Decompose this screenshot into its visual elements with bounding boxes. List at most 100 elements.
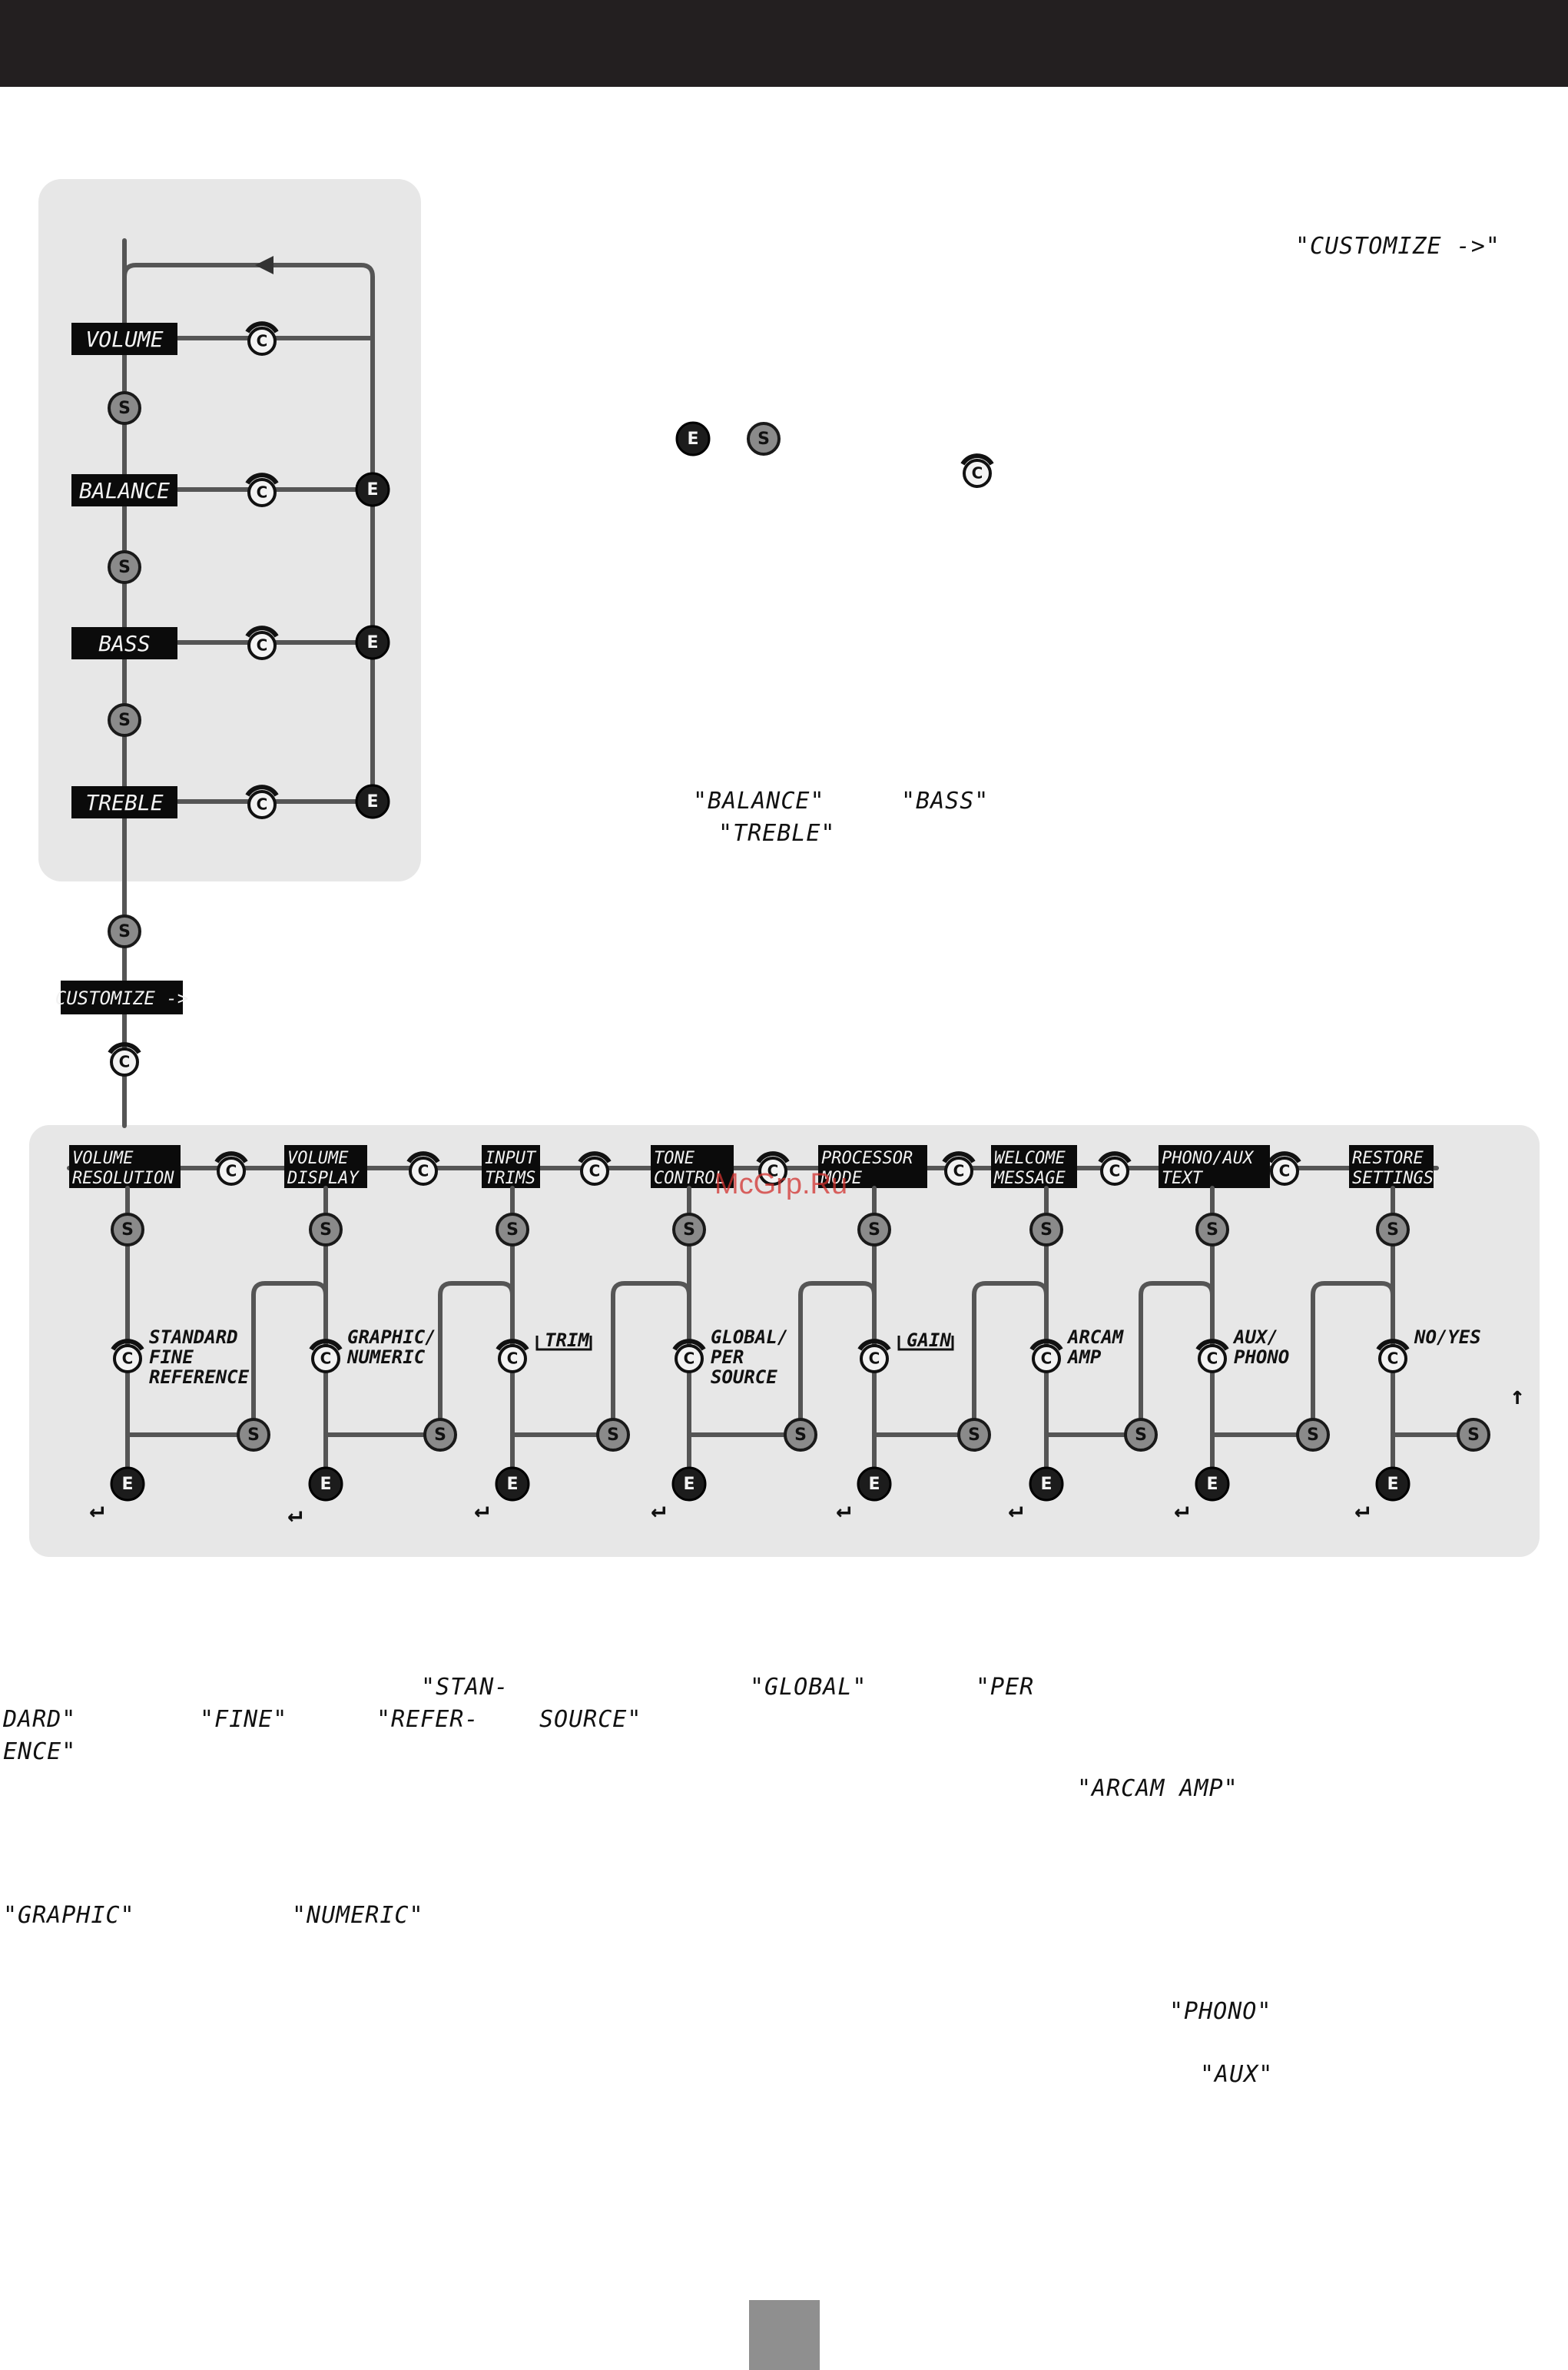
control-knob-letter: C (257, 795, 268, 814)
page-tab (749, 2300, 820, 2370)
control-knob-letter: C (1041, 1349, 1053, 1368)
control-knob-ring (860, 1344, 889, 1373)
control-knob-ring (1100, 1157, 1129, 1186)
note-phono: "PHONO" (1169, 1998, 1272, 2025)
control-knob-ring (675, 1344, 704, 1373)
select-button-letter: S (968, 1426, 980, 1445)
enter-button-ring (1029, 1466, 1064, 1502)
control-knob-ring (1032, 1344, 1061, 1373)
select-button-ring (1029, 1213, 1063, 1246)
control-knob-icon: C (245, 473, 279, 507)
control-knob-ring (113, 1344, 142, 1373)
note-bass: "BASS" (901, 788, 990, 815)
control-knob-arc (245, 321, 279, 334)
control-knob-letter: C (320, 1349, 332, 1368)
display-menu-item (818, 1145, 927, 1188)
control-knob-arc (111, 1339, 144, 1351)
control-knob-letter: C (418, 1162, 429, 1180)
display-menu-item-text: PROCESSOR (821, 1149, 913, 1168)
enter-button-icon: E (671, 1466, 707, 1502)
control-knob-icon: C (960, 453, 994, 488)
control-knob-icon: C (245, 321, 279, 356)
display-menu-item (991, 1145, 1077, 1188)
display-treble (71, 786, 177, 818)
enter-button-icon: E (1195, 1466, 1230, 1502)
control-knob-letter: C (257, 332, 268, 350)
display-menu-item (651, 1145, 734, 1188)
note-source: SOURCE" (539, 1706, 642, 1733)
control-knob-ring (580, 1157, 609, 1186)
select-button-ring (857, 1213, 891, 1246)
control-knob-icon: C (1195, 1339, 1229, 1373)
control-knob-ring (758, 1157, 787, 1186)
enter-button-ring (355, 472, 390, 507)
option-label: REFERENCE (149, 1366, 250, 1388)
display-menu-item-text: VOLUME (72, 1149, 134, 1168)
select-button-letter: S (868, 1220, 880, 1240)
note-aux: "AUX" (1200, 2061, 1274, 2088)
enter-button-icon: E (355, 784, 390, 819)
enter-button-ring (671, 1466, 707, 1502)
select-button-icon: S (1457, 1418, 1490, 1452)
header-bar (0, 0, 1568, 87)
control-knob-letter: C (257, 483, 268, 502)
control-knob-arc (756, 1151, 790, 1163)
select-button-ring (108, 391, 141, 425)
select-button-ring (957, 1418, 991, 1452)
select-button-ring (108, 703, 141, 737)
control-knob-icon: C (245, 626, 279, 660)
select-button-ring (672, 1213, 706, 1246)
option-label: FINE (149, 1346, 194, 1368)
select-button-ring (309, 1213, 343, 1246)
control-knob-icon: C (1098, 1151, 1132, 1186)
option-label: GAIN (907, 1329, 951, 1351)
display-menu-item-text: TEXT (1162, 1169, 1204, 1188)
enter-button-letter: E (683, 1475, 694, 1494)
enter-button-ring (1375, 1466, 1411, 1502)
control-knob-arc (857, 1339, 891, 1351)
display-menu-item (482, 1145, 540, 1188)
control-knob-arc (1376, 1339, 1410, 1351)
enter-button-ring (355, 625, 390, 660)
control-knob-ring (409, 1157, 438, 1186)
control-knob-arc (245, 473, 279, 485)
select-button-ring (1376, 1213, 1410, 1246)
select-button-ring (108, 914, 141, 948)
select-button-ring (108, 550, 141, 584)
select-button-icon: S (108, 703, 141, 737)
control-knob-letter: C (589, 1162, 601, 1180)
display-treble-text: TREBLE (85, 790, 163, 815)
select-button-icon: S (111, 1213, 144, 1246)
display-menu-item-text: PHONO/AUX (1162, 1149, 1255, 1168)
enter-button-letter: E (687, 430, 698, 449)
control-knob-icon: C (672, 1339, 706, 1373)
select-button-icon: S (108, 914, 141, 948)
option-label: GLOBAL/ (711, 1326, 788, 1348)
control-knob-arc (960, 453, 994, 466)
enter-button-letter: E (366, 633, 378, 652)
select-button-letter: S (434, 1426, 446, 1445)
select-button-icon: S (1376, 1213, 1410, 1246)
control-knob-letter: C (767, 1162, 779, 1180)
enter-button-icon: E (355, 625, 390, 660)
control-knob-icon: C (496, 1339, 529, 1373)
select-button-letter: S (247, 1426, 260, 1445)
note-numeric: "NUMERIC" (292, 1902, 424, 1929)
control-knob-icon: C (1029, 1339, 1063, 1373)
select-button-icon: S (1296, 1418, 1330, 1452)
control-knob-arc (214, 1151, 248, 1163)
control-knob-icon: C (942, 1151, 976, 1186)
control-knob-ring (963, 459, 992, 488)
control-knob-arc (1195, 1339, 1229, 1351)
display-menu-item-text: MODE (820, 1169, 863, 1188)
note-refer: "REFER- (376, 1706, 479, 1733)
control-knob-letter: C (122, 1349, 134, 1368)
return-arrow-icon: ↵ (1354, 1494, 1369, 1523)
select-button-letter: S (320, 1220, 332, 1240)
control-knob-letter: C (1387, 1349, 1399, 1368)
display-menu-item-text: TRIMS (485, 1169, 535, 1188)
control-knob-ring (110, 1047, 139, 1077)
option-label: NUMERIC (346, 1346, 426, 1368)
control-knob-arc (406, 1151, 440, 1163)
